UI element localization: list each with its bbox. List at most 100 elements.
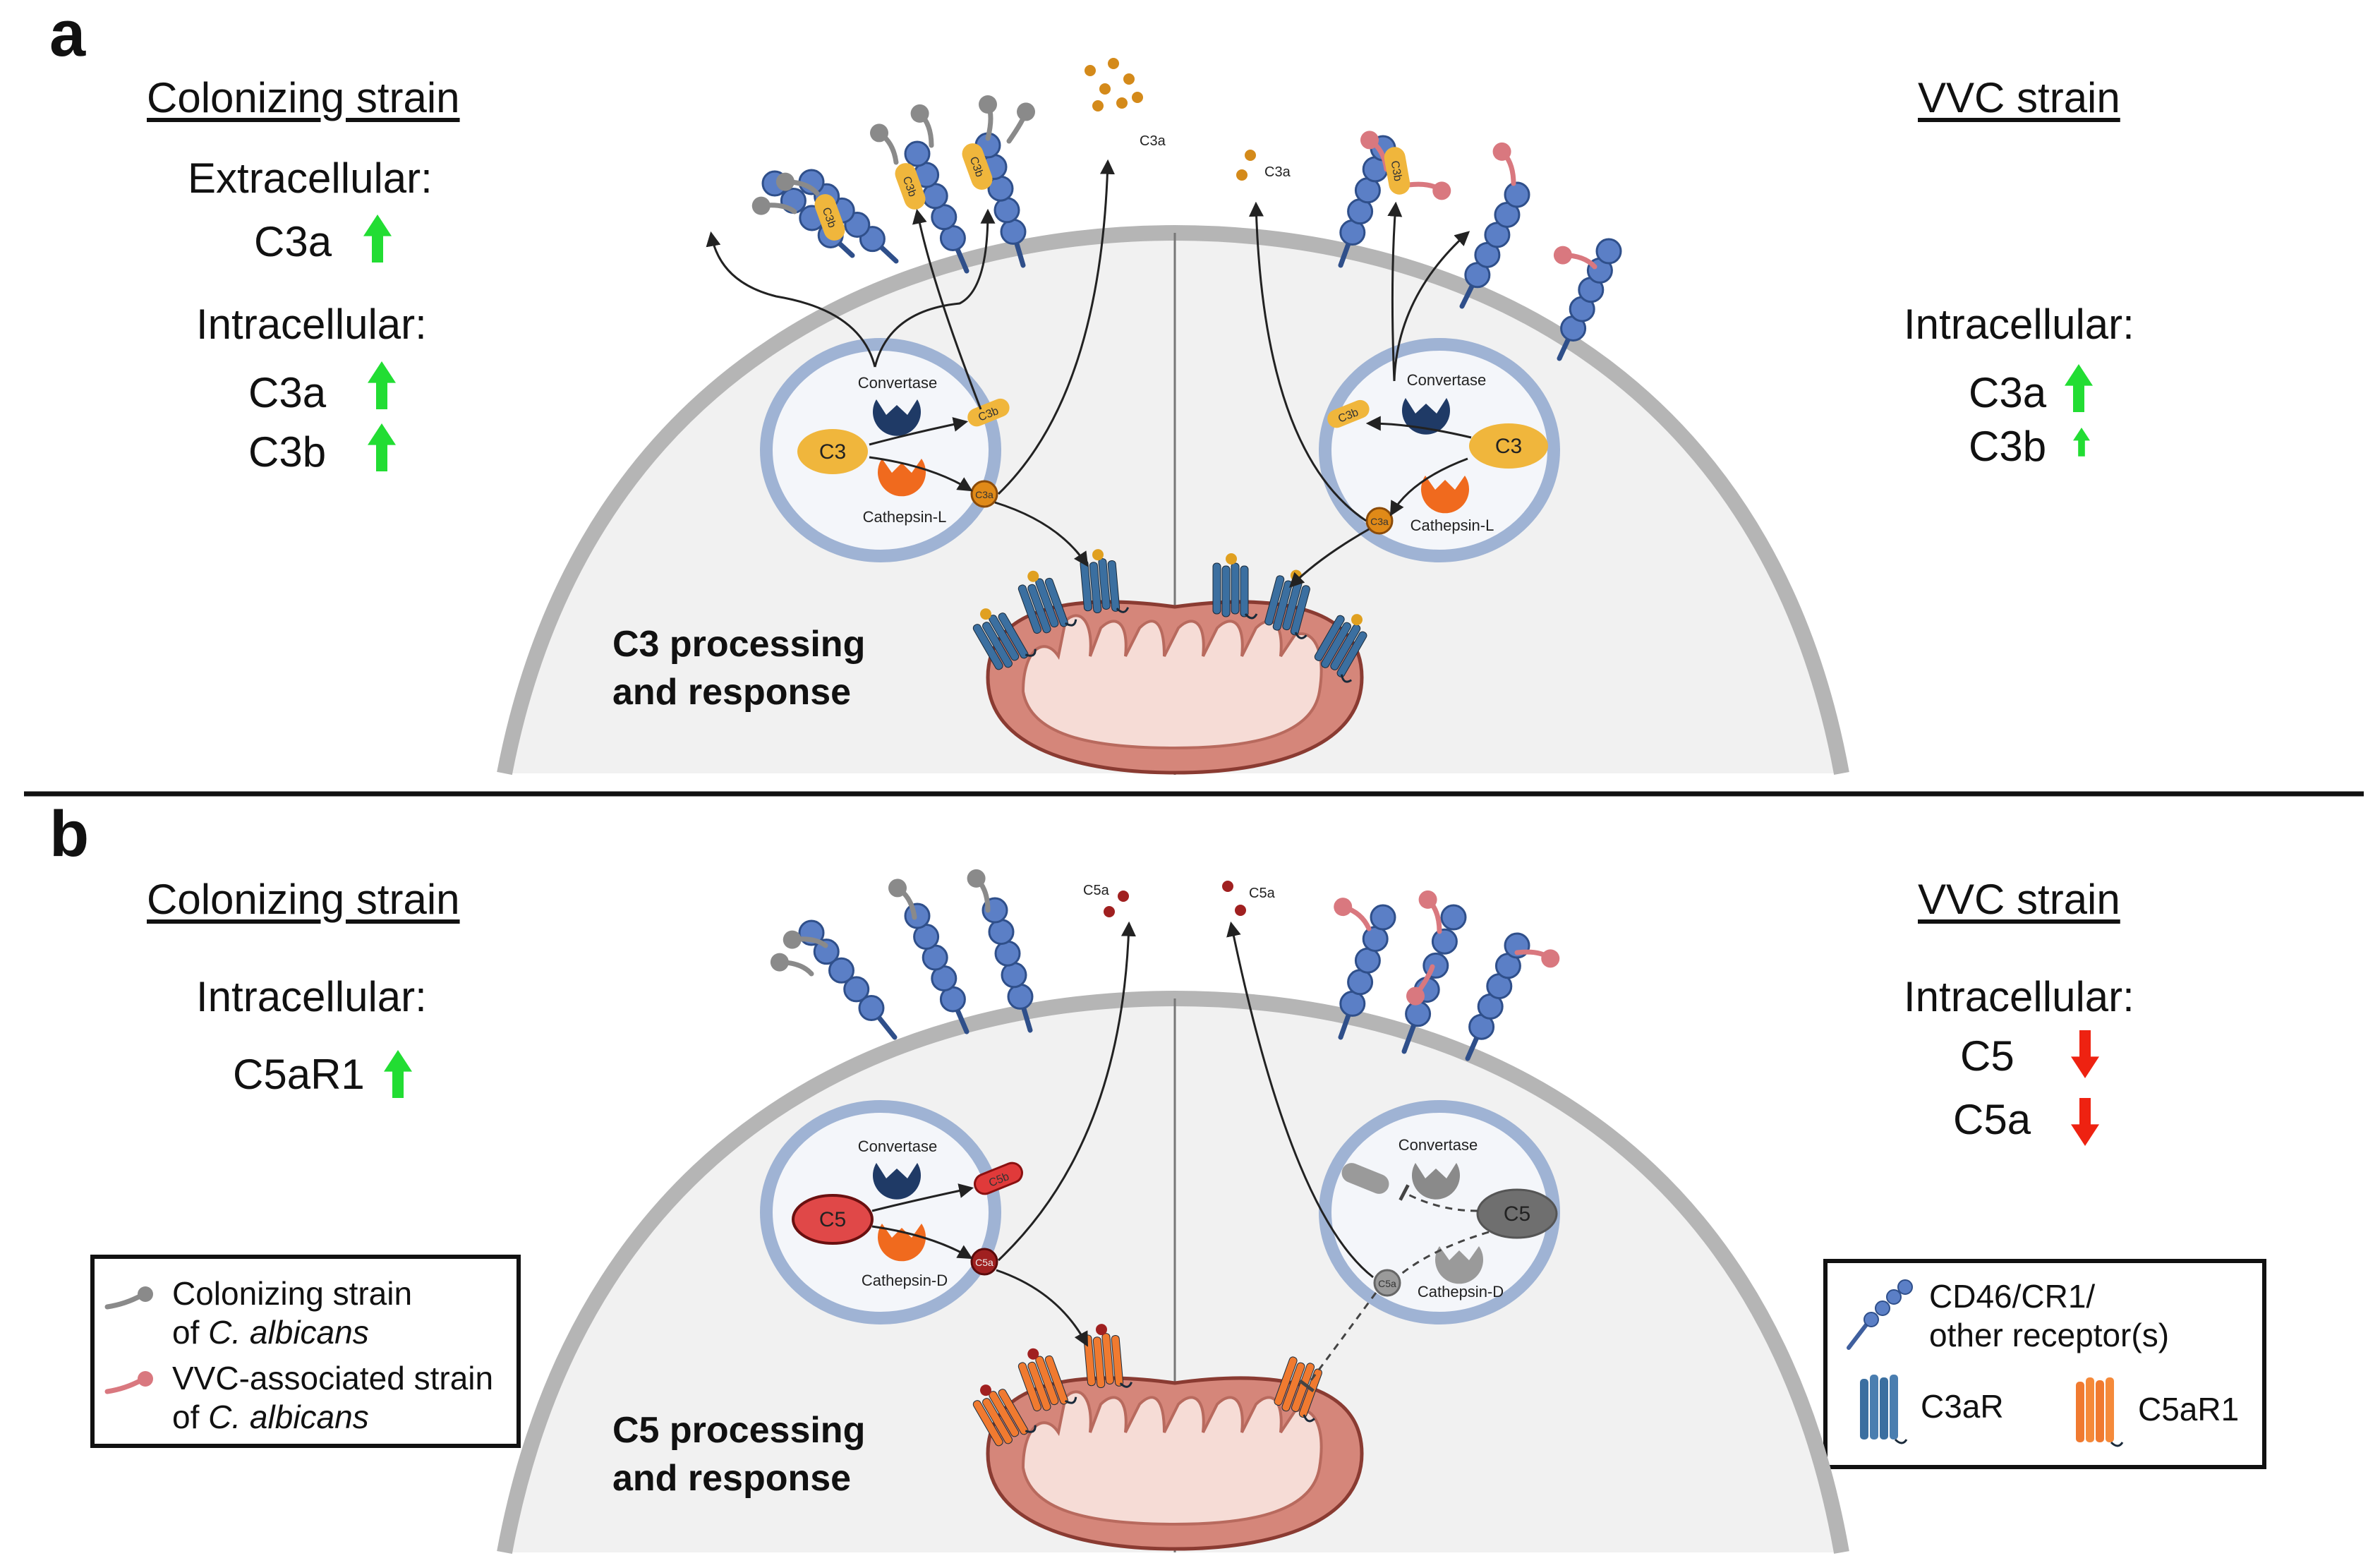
panel-a-left-extracellular-c3a-dot-5 (1092, 100, 1104, 111)
panel-b-left-convertase-icon (873, 1163, 921, 1200)
panel-b-right-intra-c5: C5 (1960, 1032, 2014, 1080)
panel-a-right-c3a-sphere-label: C3a (1370, 516, 1389, 527)
panel-a-left-c3a-sphere-label: C3a (975, 489, 993, 500)
panel-a-left-c3b-pill (967, 398, 1010, 427)
panel-b-left-c5 (792, 1194, 874, 1245)
panel-a-right-intra-c3b-arrow-icon (2073, 428, 2090, 457)
panel-b-left-convertase-label: Convertase (858, 1137, 938, 1155)
panel-a-left-colonizing-strain-5 (979, 95, 997, 141)
panel-a-left-convertase-icon (873, 399, 921, 436)
panel-b-right-intra-c5a: C5a (1953, 1096, 2031, 1143)
panel-b-left-intra-c5ar1-arrow-icon (384, 1050, 412, 1098)
panel-a-left-intra-c3a-arrow-icon (368, 361, 396, 409)
panel-b-right-protease-label: Cathepsin-D (1418, 1283, 1504, 1301)
panel-b-left-c5a-sphere-label: C5a (975, 1257, 993, 1268)
panel-b-right-vvc-strain-1 (1334, 898, 1372, 931)
panel-b-c5ar1-4 (1274, 1356, 1322, 1423)
panel-b-left-c5-label: C5 (819, 1208, 846, 1231)
panel-a-left-c3a-sphere (970, 480, 998, 508)
panel-a-letter: a (49, 0, 86, 70)
panel-b-caption-line1: C5 processing (612, 1410, 865, 1451)
panel-a-left-extracellular-label: Extracellular: (188, 155, 433, 202)
panel-a-left-cathepsin-icon (877, 459, 926, 497)
panel-a-caption-line1: C3 processing (612, 624, 865, 665)
panel-b-left-colonizing-strain-1 (783, 930, 828, 949)
colonizing-strain-legend-text: Colonizing strain of C. albicans (172, 1275, 413, 1351)
panel-a-right-c3-label: C3 (1495, 435, 1522, 458)
panel-b-right-receptor-1 (1338, 904, 1396, 1040)
panel-a-left-intracellular-label: Intracellular: (196, 301, 427, 348)
panel-b-right-cathepsin-icon (1435, 1246, 1483, 1284)
panel-b-left-c5b-pill (974, 1161, 1023, 1195)
panel-b-right-convertase-label: Convertase (1399, 1136, 1478, 1154)
panel-b-right-vvc-strain-4 (1514, 949, 1560, 968)
panel-a-left-c3-label: C3 (819, 440, 846, 464)
panel-a-right-extracellular-c3a-dot-1 (1236, 169, 1248, 181)
panel-b-left-colonizing-strain-3 (888, 879, 917, 920)
c5ar1-legend-icon (2076, 1377, 2124, 1447)
panel-b-right-intra-c5a-arrow-icon (2071, 1098, 2099, 1146)
panel-b-letter: b (49, 798, 90, 870)
panel-a-left-extracellular-c3a-dot-1 (1108, 58, 1119, 69)
panel-a-left-c3 (797, 429, 868, 474)
panel-a-right-heading: VVC strain (1918, 74, 2120, 121)
panel-b-left-intra-c5ar1: C5aR1 (233, 1051, 365, 1098)
panel-a-right-c3a-sphere (1365, 507, 1394, 535)
panel-a-right-intra-c3a: C3a (1969, 369, 2047, 416)
panel-b-left-extracellular-c5a-dot-1 (1104, 906, 1115, 917)
panel-a-right-vvc-strain-2 (1406, 181, 1451, 200)
panel-b-left-colonizing-strain-4 (967, 869, 991, 913)
panel-a-left-receptor-2 (904, 140, 969, 274)
panel-b-left-lysosome (760, 1100, 1001, 1324)
panel-b-right-intracellular-label: Intracellular: (1904, 973, 2134, 1020)
panel-b-right-vvc-strain-3 (1406, 964, 1435, 1006)
panel-a-left-protease-label: Cathepsin-L (863, 508, 947, 526)
panel-a-left-colonizing-strain-1 (775, 172, 820, 196)
panel-b-right-c5a-sphere (1373, 1269, 1401, 1297)
panel-a-caption-line2: and response (612, 672, 851, 713)
panel-a-c3ar-4 (1212, 553, 1258, 620)
panel-b-c5ar1-1 (972, 1384, 1037, 1447)
panel-b-right-extracellular-c5a-label: C5a (1249, 886, 1276, 901)
panel-a-left-colonizing-strain-4 (910, 104, 934, 148)
panel-a-left-extracellular-c3a-label: C3a (1140, 133, 1166, 149)
panel-a-left-bound-c3b-1: C3b (814, 194, 845, 241)
panel-b-right-heading: VVC strain (1918, 876, 2120, 923)
panel-a-left-extra-c3a-arrow-icon (363, 215, 392, 262)
panel-a-left-colonizing-strain-6 (1006, 102, 1035, 144)
panel-b-left-receptor-1 (798, 919, 898, 1040)
c3ar-legend-icon (1860, 1375, 1908, 1444)
panel-a-right-c3 (1469, 423, 1548, 469)
panel-b-right-c5a-sphere-label: C5a (1378, 1278, 1396, 1289)
panel-a-right-extracellular-c3a-label: C3a (1264, 164, 1291, 180)
panel-a-right-intracellular-label: Intracellular: (1904, 301, 2134, 348)
panel-a-right-convertase-icon (1402, 398, 1450, 435)
receptor-legend-box: CD46/CR1/ other receptor(s) C3aR C5aR1 (1823, 1259, 2266, 1469)
panel-b-left-extracellular-c5a-label: C5a (1083, 883, 1110, 898)
panel-a-right-intra-c3a-arrow-icon (2065, 364, 2093, 412)
panel-a-left-intra-c3b: C3b (248, 428, 327, 476)
colonizing-strain-legend-icon (104, 1286, 153, 1310)
panel-a-left-extracellular-c3a-dot-3 (1099, 83, 1111, 95)
panel-b-right-c5-label: C5 (1504, 1202, 1530, 1226)
panel-a-left-heading: Colonizing strain (147, 74, 460, 121)
panel-a-left-extracellular-c3a-dot-2 (1123, 73, 1135, 85)
panel-b-left-protease-label: Cathepsin-D (862, 1272, 948, 1289)
panel-a-c3ar-6 (1314, 614, 1367, 683)
panel-b-left-extracellular-c5a-dot-0 (1118, 891, 1129, 902)
panel-a-left-colonizing-strain-2 (751, 196, 797, 215)
panel-b-mitochondrion (986, 1376, 1364, 1551)
panel-b-right-extracellular-c5a-dot-0 (1222, 881, 1233, 892)
panel-a-left-extracellular-c3a-dot-0 (1085, 65, 1096, 76)
panel-a-left-extra-c3a: C3a (254, 218, 332, 265)
panel-b-right-c5b-pill (1341, 1163, 1389, 1194)
c3ar-legend-text: C3aR (1921, 1388, 2004, 1425)
panel-a-c3ar-5 (1264, 569, 1310, 639)
panel-a-left-lysosome (760, 338, 1001, 562)
panel-b-right-extracellular-c5a-dot-1 (1235, 905, 1246, 916)
panel-b-caption-line2: and response (612, 1458, 851, 1499)
panel-b-right-c5 (1476, 1188, 1558, 1239)
panel-a-left-extracellular-c3a-dot-4 (1116, 97, 1128, 109)
